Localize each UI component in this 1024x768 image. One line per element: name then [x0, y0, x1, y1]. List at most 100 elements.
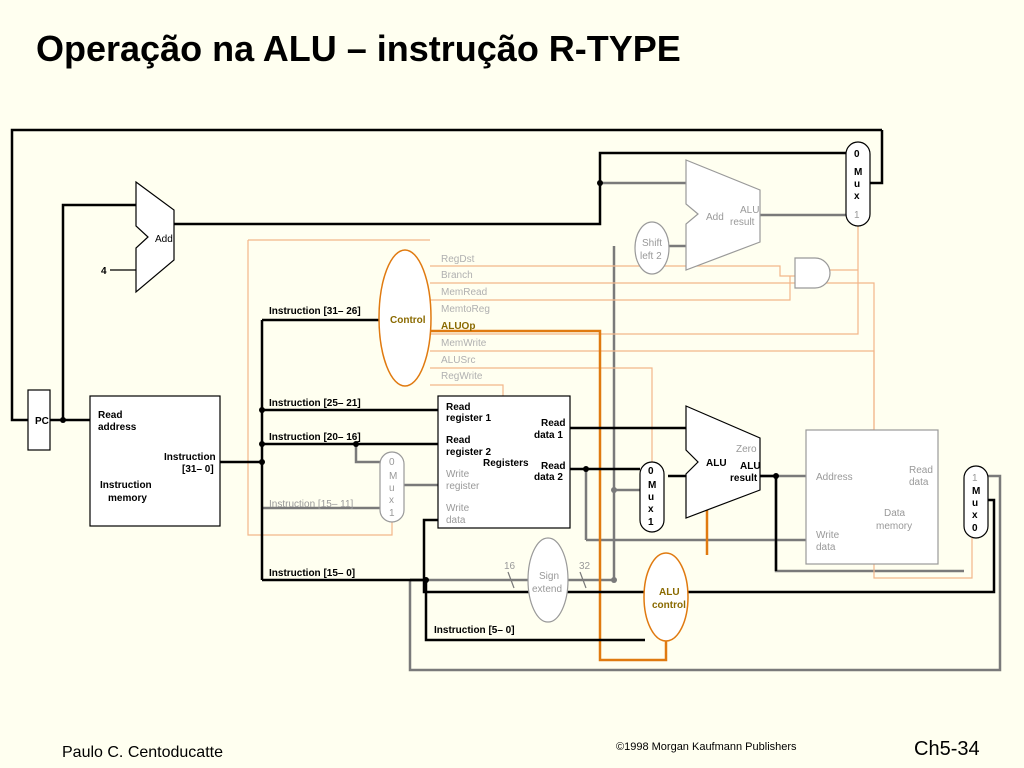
- field-5-0: Instruction [5– 0]: [434, 625, 515, 636]
- reg-rd1-2: data 1: [534, 430, 563, 441]
- reg-wr-1: Write: [446, 469, 470, 480]
- signal-branch: Branch: [441, 270, 473, 281]
- sext-l1: Sign: [539, 571, 559, 582]
- aluop-wire: [430, 329, 668, 662]
- alu-name: ALU: [706, 458, 727, 469]
- alusrc-mux-u: u: [648, 492, 654, 503]
- regdst-mux-0: 0: [389, 457, 395, 468]
- pcsrc-mux-m: M: [854, 167, 862, 178]
- memtoreg-mux: [963, 465, 989, 539]
- regdst-mux-1: 1: [389, 508, 395, 519]
- imem-instr-1: Instruction: [164, 452, 216, 463]
- control-signals: RegDst Branch MemRead MemtoReg ALUOp Mem…: [441, 254, 490, 382]
- branch-adder: [685, 159, 761, 271]
- inactive-wires: [262, 181, 1002, 672]
- memtoreg-mux-u: u: [972, 498, 978, 509]
- reg-name: Registers: [483, 458, 529, 469]
- signal-memread: MemRead: [441, 287, 487, 298]
- field-15-0: Instruction [15– 0]: [269, 568, 355, 579]
- sext-in-width: 16: [504, 561, 516, 572]
- reg-rr1-2: register 1: [446, 413, 491, 424]
- register-file: [437, 395, 571, 529]
- dmem-read-1: Read: [909, 465, 933, 476]
- footer-copyright: ©1998 Morgan Kaufmann Publishers: [616, 741, 797, 753]
- dmem-name-1: Data: [884, 508, 906, 519]
- signal-aluop: ALUOp: [441, 321, 475, 332]
- alu-zero: Zero: [736, 444, 757, 455]
- memtoreg-mux-1: 1: [972, 473, 978, 484]
- alusrc-mux: [639, 461, 665, 533]
- memtoreg-mux-x: x: [972, 510, 978, 521]
- imem-mem-2: memory: [108, 493, 147, 504]
- field-15-11: Instruction [15– 11]: [269, 499, 354, 510]
- reg-wr-2: register: [446, 481, 480, 492]
- pc-label: PC: [35, 416, 49, 427]
- imem-mem-1: Instruction: [100, 480, 152, 491]
- main-alu: [685, 405, 761, 519]
- reg-rr1-1: Read: [446, 402, 470, 413]
- pcsrc-mux-u: u: [854, 179, 860, 190]
- regdst-mux-m: M: [389, 471, 397, 482]
- alusrc-mux-0: 0: [648, 466, 654, 477]
- imem-read-2: address: [98, 422, 137, 433]
- field-31-26: Instruction [31– 26]: [269, 306, 361, 317]
- reg-rd1-1: Read: [541, 418, 565, 429]
- pc-adder: [135, 180, 175, 294]
- signal-memwrite: MemWrite: [441, 338, 487, 349]
- alu-alu: ALU: [740, 461, 761, 472]
- reg-rd2-1: Read: [541, 461, 565, 472]
- dmem-write-1: Write: [816, 530, 840, 541]
- pcsrc-mux: [845, 141, 871, 227]
- dmem-name-2: memory: [876, 521, 912, 532]
- field-20-16: Instruction [20– 16]: [269, 432, 361, 443]
- pcsrc-mux-x: x: [854, 191, 860, 202]
- reg-rr2-1: Read: [446, 435, 470, 446]
- pcsrc-mux-1: 1: [854, 210, 860, 221]
- pc-adder-label: Add: [155, 234, 173, 245]
- data-memory: [805, 429, 939, 565]
- footer-page: Ch5-34: [914, 738, 980, 760]
- reg-wd-1: Write: [446, 503, 470, 514]
- branch-alu-label: ALU: [740, 205, 759, 216]
- alusrc-mux-m: M: [648, 480, 656, 491]
- reg-rd2-2: data 2: [534, 472, 563, 483]
- imem-instr-2: [31– 0]: [182, 464, 214, 475]
- pc-register: [27, 389, 51, 451]
- branch-add-label: Add: [706, 212, 724, 223]
- regdst-mux: [379, 451, 405, 523]
- page-title: Operação na ALU – instrução R-TYPE: [36, 28, 681, 69]
- dmem-read-2: data: [909, 477, 929, 488]
- memtoreg-mux-0: 0: [972, 523, 978, 534]
- branch-result-label: result: [730, 217, 755, 228]
- shift-left-2: [634, 221, 670, 275]
- alusrc-mux-x: x: [648, 504, 654, 515]
- pcsrc-mux-0: 0: [854, 149, 860, 160]
- regdst-mux-x: x: [389, 495, 394, 506]
- aluctl-l1: ALU: [659, 587, 680, 598]
- footer-author: Paulo C. Centoducatte: [62, 744, 223, 761]
- field-25-21: Instruction [25– 21]: [269, 398, 361, 409]
- instruction-memory: [89, 395, 221, 527]
- bus-slash-32: [579, 571, 587, 589]
- aluctl-l2: control: [652, 600, 686, 611]
- reg-wd-2: data: [446, 515, 466, 526]
- imem-read-1: Read: [98, 410, 122, 421]
- control-label: Control: [390, 315, 426, 326]
- control-unit: [378, 249, 432, 387]
- dmem-write-2: data: [816, 542, 836, 553]
- sign-extend: [527, 537, 569, 623]
- signal-regdst: RegDst: [441, 254, 475, 265]
- memtoreg-mux-m: M: [972, 486, 980, 497]
- signal-regwrite: RegWrite: [441, 371, 483, 382]
- active-wires: [10, 128, 996, 642]
- signal-alusrc: ALUSrc: [441, 355, 475, 366]
- alu-result: result: [730, 473, 758, 484]
- const-four: 4: [101, 266, 107, 277]
- reg-rr2-2: register 2: [446, 447, 491, 458]
- sext-out-width: 32: [579, 561, 591, 572]
- regdst-mux-u: u: [389, 483, 395, 494]
- shift-l1: Shift: [642, 238, 662, 249]
- sext-l2: extend: [532, 584, 562, 595]
- junction-dots: [60, 180, 779, 583]
